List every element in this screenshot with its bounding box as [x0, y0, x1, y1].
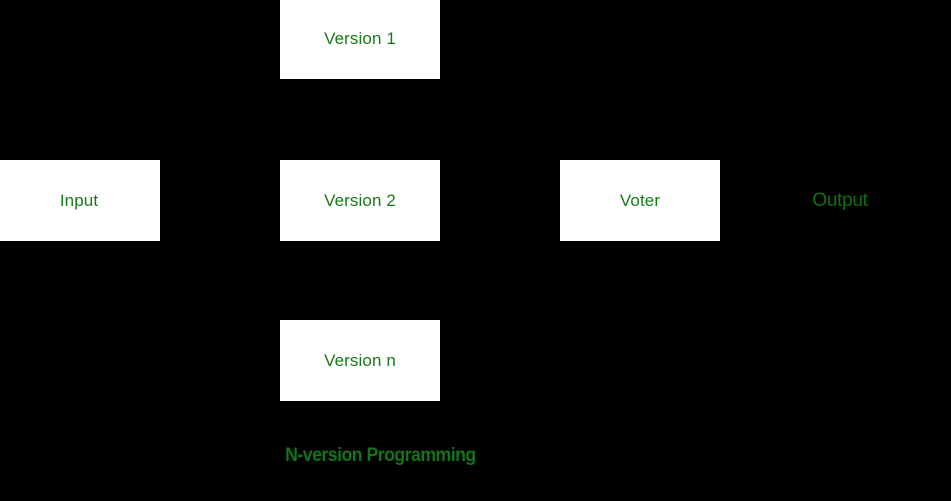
node-input[interactable]: Input — [0, 160, 160, 241]
diagram-caption: N-version Programming — [255, 442, 505, 468]
label-output: Output — [790, 186, 890, 214]
label-output-text: Output — [812, 189, 868, 211]
node-label-voter: Voter — [619, 191, 661, 210]
edge-version-1-to-voter — [440, 39, 558, 205]
node-version-1[interactable]: Version 1 — [280, 0, 440, 79]
node-label-version-2: Version 2 — [324, 191, 396, 210]
node-label-version-n: Version n — [324, 351, 396, 370]
edge-input-to-version-n — [160, 199, 278, 365]
edge-input-to-version-1 — [160, 35, 278, 201]
diagram-caption-text: N-version Programming — [284, 444, 476, 466]
edge-version-n-to-voter — [440, 195, 558, 361]
node-version-n[interactable]: Version n — [280, 320, 440, 401]
node-label-input: Input — [59, 191, 99, 210]
node-voter[interactable]: Voter — [560, 160, 720, 241]
node-label-version-1: Version 1 — [324, 29, 396, 48]
node-version-2[interactable]: Version 2 — [280, 160, 440, 241]
